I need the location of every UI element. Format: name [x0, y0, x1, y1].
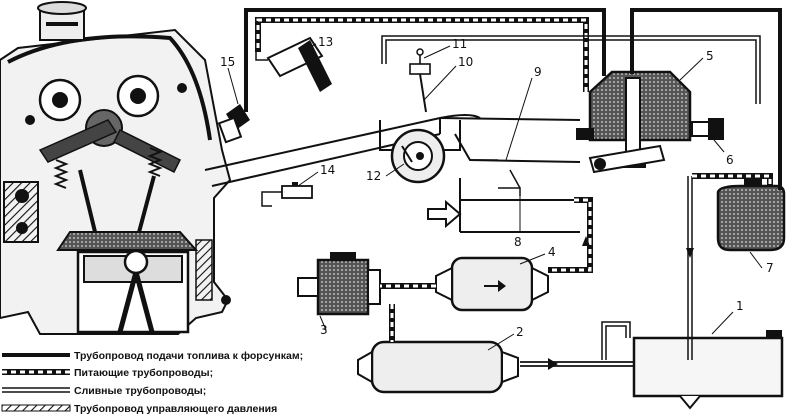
callout-14: 14	[320, 163, 335, 177]
callout-5: 5	[706, 49, 714, 63]
callout-12: 12	[366, 169, 381, 183]
thermo-time-switch	[261, 182, 313, 207]
engine-cross-section	[0, 1, 232, 335]
callout-10: 10	[458, 55, 473, 69]
fuel-accumulator	[716, 176, 786, 252]
flow-arrows	[548, 236, 694, 370]
legend-item-supply-line: Питающие трубопроводы;	[2, 367, 213, 379]
callout-3: 3	[320, 323, 328, 337]
svg-text:Трубопровод управляющего давле: Трубопровод управляющего давления	[74, 403, 277, 415]
injector-supply-line	[244, 8, 782, 190]
callout-8: 8	[514, 235, 522, 249]
intake-manifold	[204, 114, 581, 233]
callout-2: 2	[516, 325, 524, 339]
fuel-tank	[632, 330, 784, 410]
air-flow-arrow	[427, 199, 462, 229]
callout-11: 11	[452, 37, 467, 51]
callout-15: 15	[220, 55, 235, 69]
legend-item-injector-line: Трубопровод подачи топлива к форсункам;	[2, 350, 303, 362]
return-line-dashed	[692, 173, 773, 186]
callout-labels: 1 2 3 4 5 6 7 8 9 10 11 12 13 14 15	[220, 35, 774, 339]
callout-4: 4	[548, 245, 556, 259]
callout-13: 13	[318, 35, 333, 49]
tank-to-pump-line	[520, 361, 634, 367]
mixture-lever-lines	[470, 159, 521, 196]
fuel-filter	[435, 256, 549, 312]
supply-lines	[255, 17, 593, 342]
warm-up-regulator	[691, 118, 724, 140]
svg-text:Питающие трубопроводы;: Питающие трубопроводы;	[74, 367, 213, 379]
legend: Трубопровод подачи топлива к форсункам; …	[1, 350, 303, 415]
fuel-pump	[297, 252, 381, 316]
legend-item-return-line: Сливные трубопроводы;	[2, 385, 206, 397]
callout-9: 9	[534, 65, 542, 79]
return-lines	[381, 35, 761, 360]
auxiliary-air-valve	[390, 128, 446, 184]
svg-text:Сливные трубопроводы;: Сливные трубопроводы;	[74, 385, 206, 397]
electric-fuel-pump	[357, 340, 519, 394]
callout-1: 1	[736, 299, 744, 313]
leader-lines	[227, 43, 763, 351]
fuel-distributor	[576, 70, 692, 174]
callout-7: 7	[766, 261, 774, 275]
cold-start-valve	[409, 48, 431, 113]
callout-6: 6	[726, 153, 734, 167]
legend-item-control-pressure-line: Трубопровод управляющего давления	[1, 403, 277, 415]
svg-text:Трубопровод подачи топлива к ф: Трубопровод подачи топлива к форсункам;	[74, 350, 303, 362]
